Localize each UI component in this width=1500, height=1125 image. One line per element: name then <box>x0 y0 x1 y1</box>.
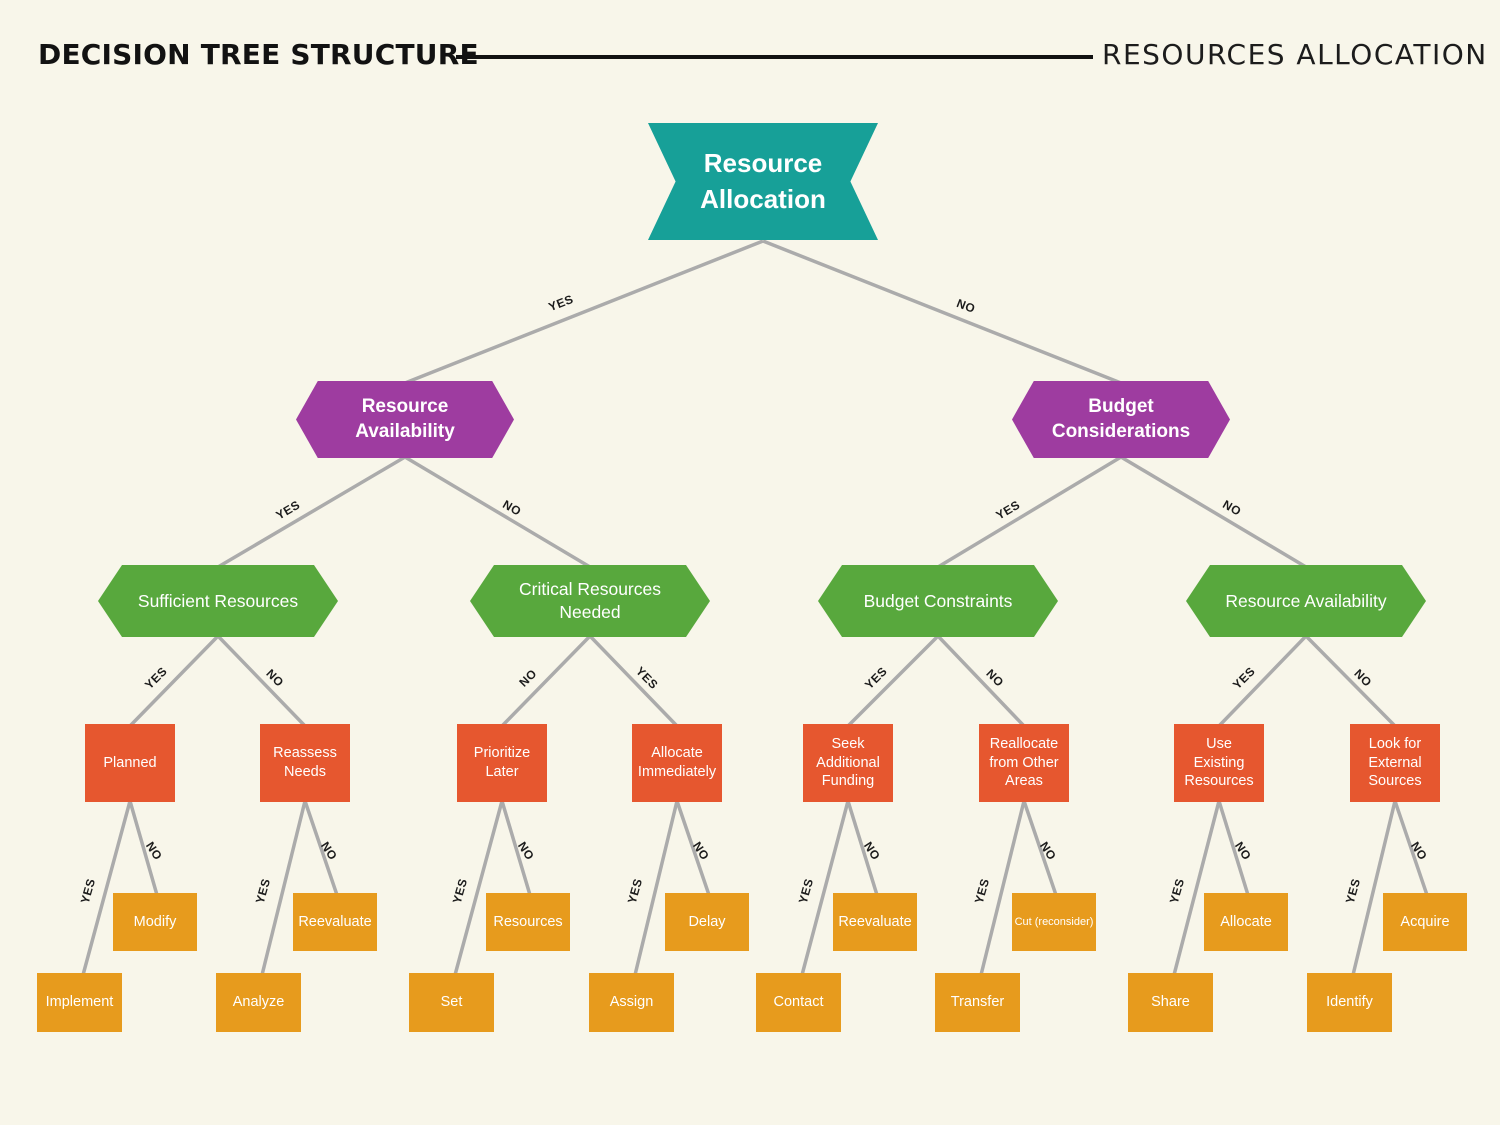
node-reassess-needs: Reassess Needs <box>260 724 350 802</box>
node-use-existing-resources: Use Existing Resources <box>1174 724 1264 802</box>
leaf-share: Share <box>1128 973 1213 1032</box>
leaf-contact: Contact <box>756 973 841 1032</box>
leaf-set: Set <box>409 973 494 1032</box>
leaf-modify: Modify <box>113 893 197 951</box>
leaf-implement: Implement <box>37 973 122 1032</box>
node-sufficient-resources: Sufficient Resources <box>98 565 338 637</box>
leaf-reevaluate: Reevaluate <box>293 893 377 951</box>
leaf-allocate: Allocate <box>1204 893 1288 951</box>
node-resource-availability: Resource Availability <box>296 381 514 458</box>
leaf-acquire: Acquire <box>1383 893 1467 951</box>
node-reallocate-from-other-areas: Reallocate from Other Areas <box>979 724 1069 802</box>
page-title: DECISION TREE STRUCTURE <box>38 38 479 71</box>
node-budget-constraints: Budget Constraints <box>818 565 1058 637</box>
leaf-transfer: Transfer <box>935 973 1020 1032</box>
leaf-resources: Resources <box>486 893 570 951</box>
node-prioritize-later: Prioritize Later <box>457 724 547 802</box>
leaf-reevaluate-2: Reevaluate <box>833 893 917 951</box>
node-allocate-immediately: Allocate Immediately <box>632 724 722 802</box>
node-resource-availability-right: Resource Availability <box>1186 565 1426 637</box>
leaf-cut-reconsider: Cut (reconsider) <box>1012 893 1096 951</box>
node-look-for-external-sources: Look for External Sources <box>1350 724 1440 802</box>
leaf-assign: Assign <box>589 973 674 1032</box>
node-planned: Planned <box>85 724 175 802</box>
leaf-identify: Identify <box>1307 973 1392 1032</box>
node-seek-additional-funding: Seek Additional Funding <box>803 724 893 802</box>
title-divider <box>456 55 1093 59</box>
page-subtitle: RESOURCES ALLOCATION <box>1102 38 1488 71</box>
node-budget-considerations: Budget Considerations <box>1012 381 1230 458</box>
node-resource-allocation-root: Resource Allocation <box>648 123 878 240</box>
leaf-analyze: Analyze <box>216 973 301 1032</box>
node-critical-resources-needed: Critical Resources Needed <box>470 565 710 637</box>
leaf-delay: Delay <box>665 893 749 951</box>
